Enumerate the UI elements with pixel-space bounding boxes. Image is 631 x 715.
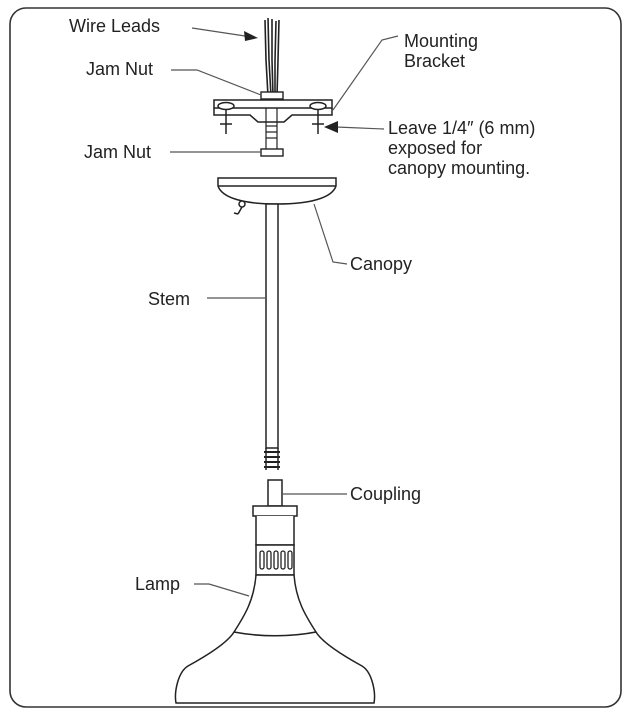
lower-jam-nut — [260, 148, 284, 157]
lamp-label: Lamp — [135, 574, 181, 594]
mounting-bracket — [213, 99, 333, 134]
leave-exposed-label-line3: canopy mounting. — [388, 158, 531, 178]
leave-exposed-label-line2: exposed for — [388, 138, 483, 158]
leave-exposed-label-line1: Leave 1/4″ (6 mm) — [388, 118, 536, 138]
mounting-bracket-label: Mounting Bracket — [404, 31, 478, 71]
mounting-bracket-label-line2: Bracket — [404, 51, 466, 71]
jam-nut-top-label: Jam Nut — [86, 59, 154, 79]
lamp — [174, 505, 376, 704]
lamp-leader — [194, 583, 250, 597]
coupling-label: Coupling — [350, 484, 422, 504]
leader-lines — [170, 27, 399, 597]
coupling — [267, 479, 283, 507]
stem — [264, 203, 280, 470]
canopy-label: Canopy — [350, 254, 413, 274]
wire-leads-label: Wire Leads — [69, 16, 161, 36]
diagram-frame — [9, 7, 622, 708]
jam-nut-bottom-label: Jam Nut — [84, 142, 152, 162]
wire-leads-arrow — [191, 27, 246, 37]
jam-nut-top-leader — [171, 69, 262, 96]
mounting-bracket-label-line1: Mounting — [404, 31, 479, 51]
mounting-bracket-leader — [332, 35, 399, 111]
threaded-nipple — [265, 108, 278, 150]
canopy — [217, 177, 337, 215]
top-jam-nut — [260, 91, 284, 100]
leave-exposed-label: Leave 1/4″ (6 mm) exposed for canopy mou… — [388, 118, 535, 178]
stem-label: Stem — [148, 289, 191, 309]
canopy-leader — [313, 203, 348, 265]
wire-leads — [264, 17, 280, 97]
leave-arrow — [335, 126, 385, 130]
